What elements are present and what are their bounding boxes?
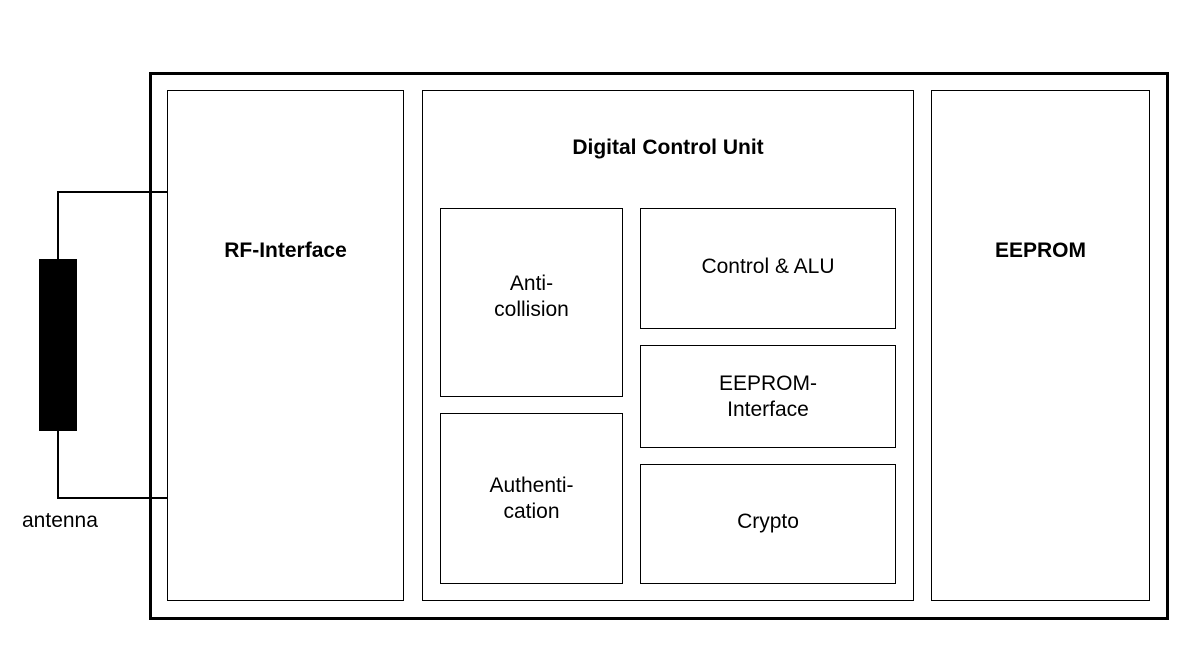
rf-interface-label: RF-Interface	[224, 239, 347, 262]
control-alu-block: Control & ALU	[640, 208, 896, 329]
chip-boundary	[149, 72, 1169, 620]
eeprom-interface-label: EEPROM- Interface	[718, 371, 817, 421]
eeprom-label: EEPROM	[994, 239, 1086, 262]
authentication-label: Authenti- cation	[489, 473, 574, 523]
anticollision-label: Anti- collision	[494, 271, 569, 321]
antenna-label: antenna	[22, 509, 98, 532]
antenna-wire-bottom-horizontal	[57, 497, 167, 499]
crypto-block: Crypto	[640, 464, 896, 584]
crypto-label: Crypto	[737, 510, 799, 533]
antenna-coil	[39, 259, 77, 431]
eeprom-block: EEPROM	[931, 90, 1150, 601]
authentication-block: Authenti- cation	[440, 413, 623, 584]
control-alu-label: Control & ALU	[701, 254, 835, 278]
eeprom-interface-block: EEPROM- Interface	[640, 345, 896, 448]
antenna-wire-top-vertical	[57, 191, 59, 259]
digital-control-unit-label: Digital Control Unit	[572, 136, 764, 159]
anticollision-block: Anti- collision	[440, 208, 623, 397]
antenna-wire-bottom-vertical	[57, 431, 59, 498]
antenna-wire-top-horizontal	[57, 191, 167, 193]
rf-interface-block: RF-Interface	[167, 90, 404, 601]
